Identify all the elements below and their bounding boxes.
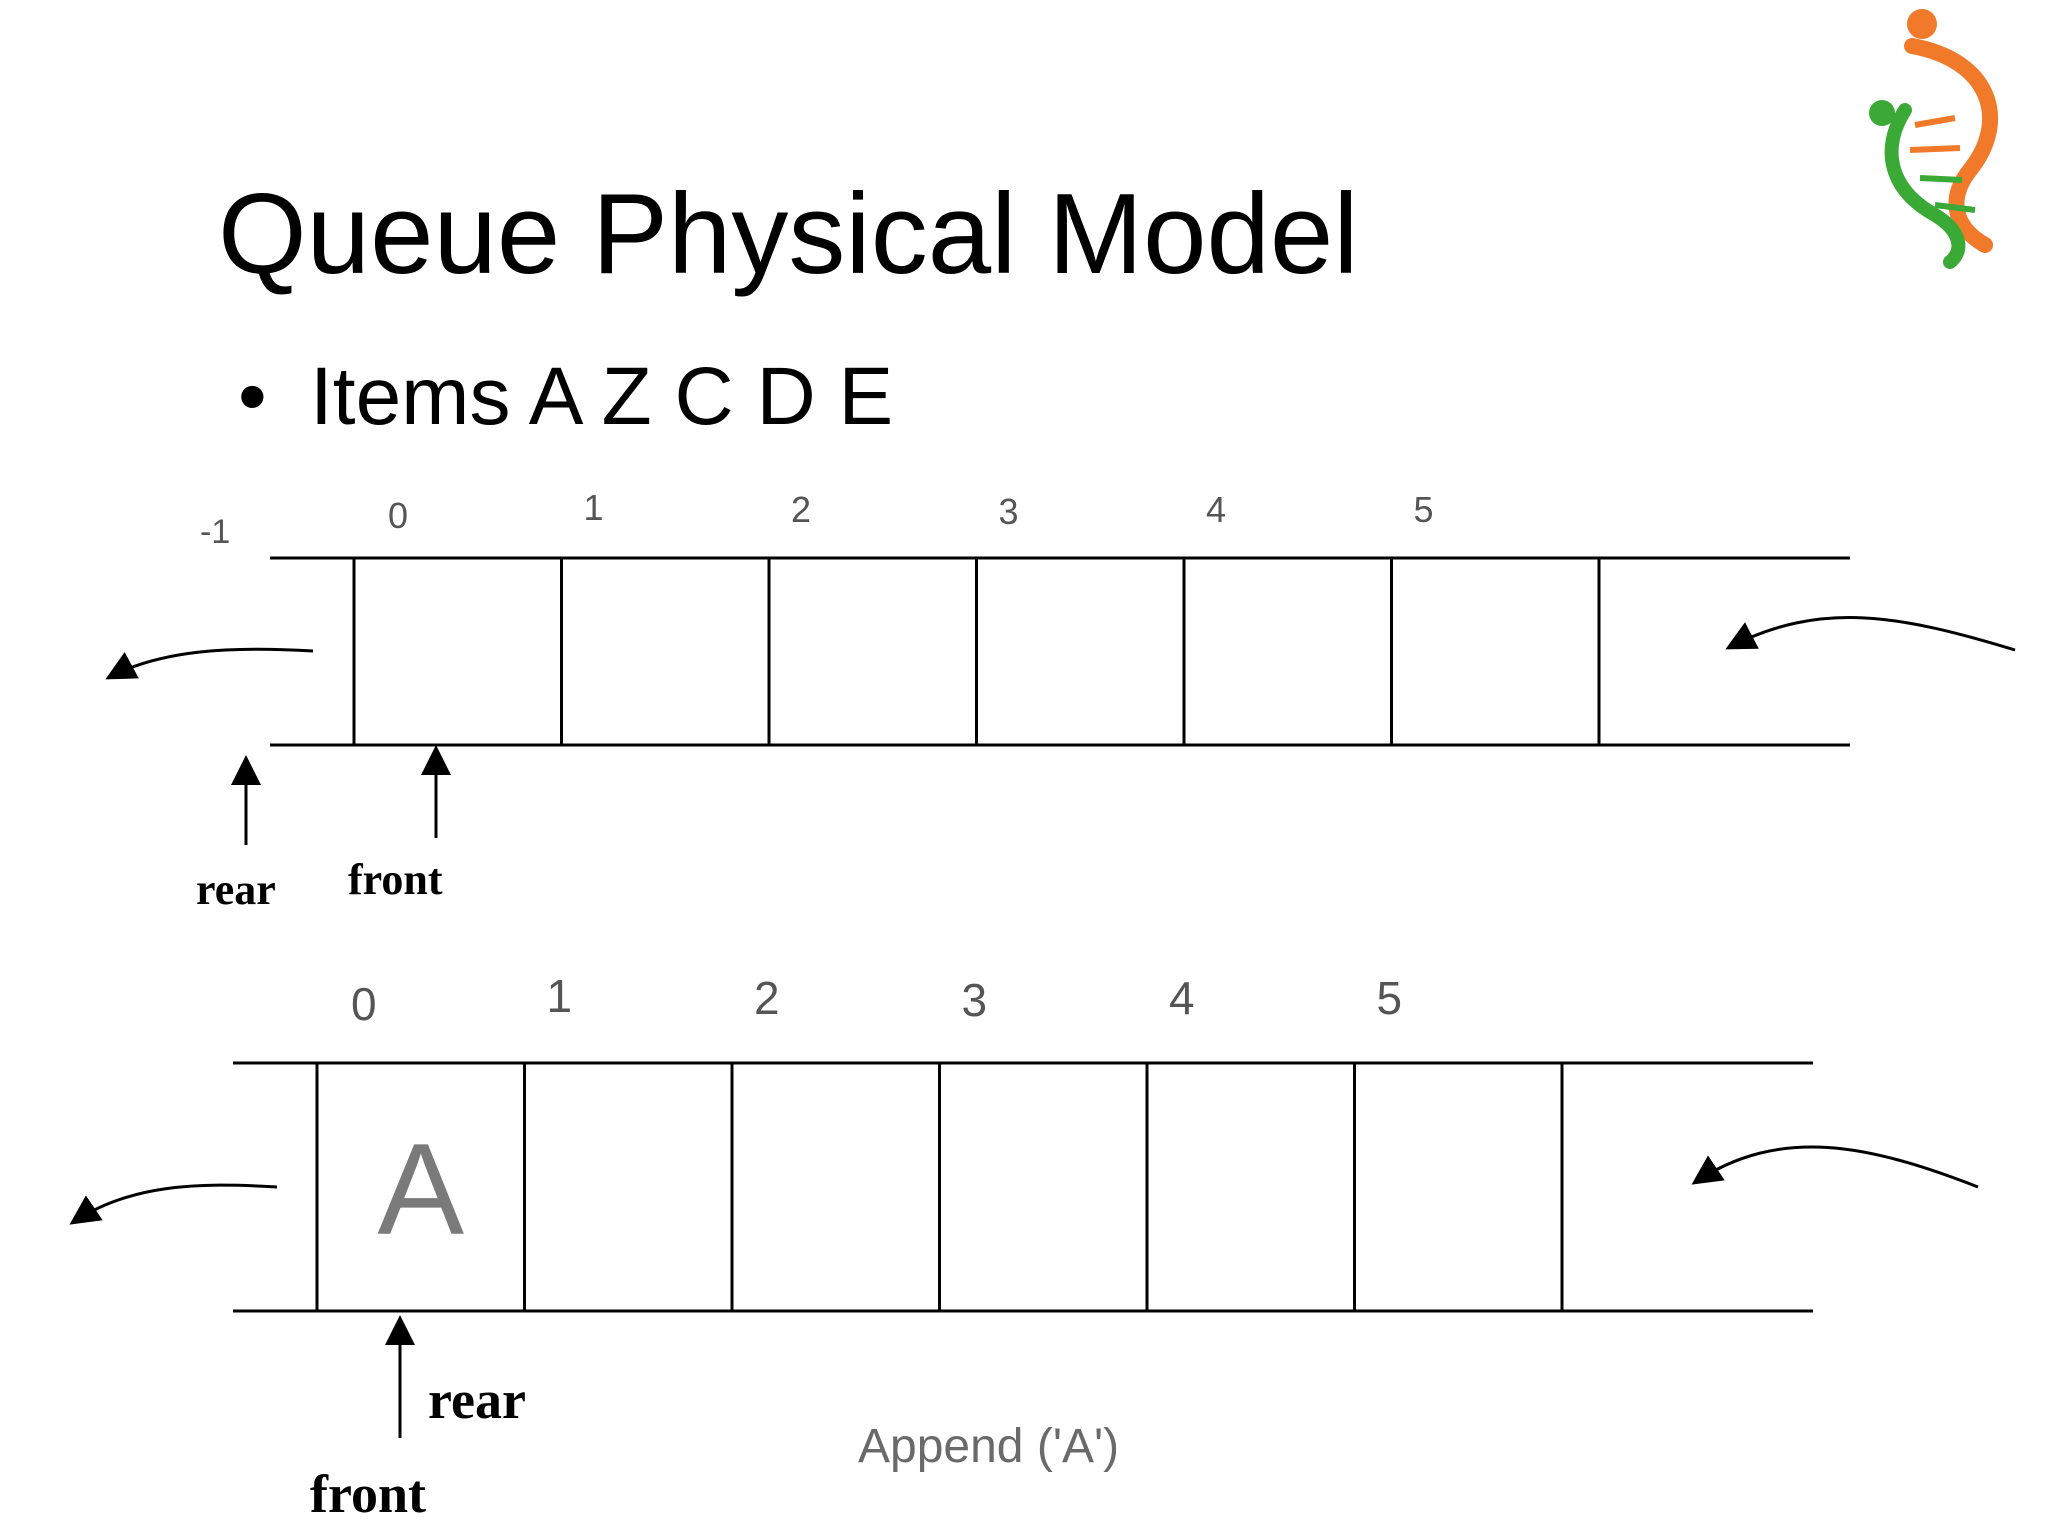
dna-person-logo-icon xyxy=(1869,9,1999,269)
cell-index-0: 0 xyxy=(351,978,377,1030)
cell-index-1: 1 xyxy=(547,970,573,1022)
cell-index-3: 3 xyxy=(999,491,1019,532)
cell-index-1: 1 xyxy=(584,487,604,528)
bullet-item: •Items A Z C D E xyxy=(238,356,893,438)
queue-array-2: 0 1 2 3 4 5 A rear front Append ('A') xyxy=(69,970,1979,1524)
dequeue-arrow-2 xyxy=(69,1183,278,1225)
cell-index-3: 3 xyxy=(962,974,988,1026)
cell-index-2: 2 xyxy=(791,489,811,530)
cell-value-0: A xyxy=(377,1116,464,1262)
slide-title: Queue Physical Model xyxy=(218,171,1359,298)
front-label-1: front xyxy=(348,855,443,904)
bullet-text: Items A Z C D E xyxy=(310,351,894,442)
cell-index-4: 4 xyxy=(1206,489,1226,530)
rear-label-1: rear xyxy=(196,865,276,914)
cell-index-5: 5 xyxy=(1414,489,1434,530)
cell-index-0: 0 xyxy=(388,495,408,536)
index-minus-one: -1 xyxy=(200,513,230,551)
dequeue-arrow-1 xyxy=(105,647,314,680)
operation-label: Append ('A') xyxy=(858,1420,1119,1473)
enqueue-arrow-2 xyxy=(1691,1145,1979,1189)
queue-array-1: -1 0 1 2 3 4 5 rear front xyxy=(105,487,2016,914)
bullet-dot: • xyxy=(238,351,267,442)
cell-index-5: 5 xyxy=(1377,972,1403,1024)
cell-index-4: 4 xyxy=(1169,972,1195,1024)
enqueue-arrow-1 xyxy=(1725,616,2016,652)
rear-label-2: rear xyxy=(428,1370,526,1430)
front-label-2: front xyxy=(310,1464,426,1524)
cell-index-2: 2 xyxy=(754,972,780,1024)
